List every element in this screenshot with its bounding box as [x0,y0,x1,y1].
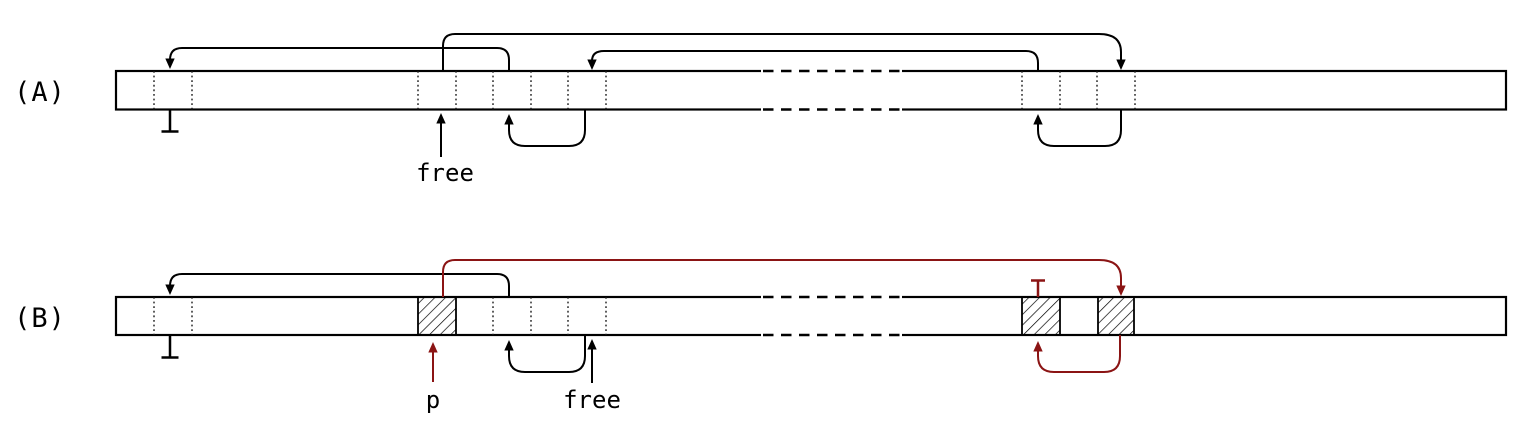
allocated-cell-1-b [417,296,457,336]
arc-top-mid-to-left-a [169,47,510,71]
free-list-arcs-b [165,273,586,373]
loop-bottom-mid-a [508,109,586,147]
free-pointer-a-label: free [416,159,474,187]
arc-top-allocated-b [442,259,1122,297]
arc-top-right-to-mid-a [591,50,1039,71]
free-pointer-b-arrowhead [587,339,597,350]
arc-top-mid-to-left-b-arrowhead [165,284,175,295]
p-pointer-b: p [426,342,440,414]
arc-top-allocated-b-arrowhead [1116,285,1126,296]
loop-bottom-mid-a-arrowhead [504,114,514,125]
arc-top-long-a-arrowhead [1116,59,1126,70]
arc-top-long-a [442,33,1122,71]
free-pointer-b-label: free [563,386,621,414]
null-terminator-top-b [1031,279,1045,297]
cell-dividers-b [153,297,607,335]
free-pointer-b: free [563,339,621,414]
panel-b-label: (B) [14,303,66,334]
arc-top-mid-to-left-a-arrowhead [165,58,175,69]
arc-top-mid-to-left-b [169,273,510,297]
panel-a-label: (A) [14,77,66,108]
memory-bar-a-gap-mask [761,67,902,113]
loop-bottom-right-b-arrowhead [1033,341,1043,352]
loop-bottom-right-a [1037,109,1122,147]
allocated-cell-3-b [1097,296,1135,336]
memory-bar-b [114,293,1508,339]
memory-bar-a [114,67,1508,113]
p-pointer-arrowhead [428,342,438,353]
allocated-arcs-b [442,259,1126,373]
null-ground-b [161,335,179,359]
allocated-cell-2-b [1021,296,1061,336]
panel-b: (B) [14,259,1508,414]
arc-top-right-to-mid-a-arrowhead [587,59,597,70]
loop-bottom-right-a-arrowhead [1033,114,1043,125]
free-pointer-a-arrowhead [436,113,446,124]
loop-bottom-right-b [1037,335,1121,373]
free-list-arcs-a [165,33,1126,147]
cell-dividers-a [153,71,1136,110]
free-pointer-a: free [416,113,474,187]
loop-bottom-mid-b-arrowhead [504,340,514,351]
null-ground-a [161,109,179,133]
p-pointer-label: p [426,386,440,414]
panel-a: (A) free [14,33,1508,187]
memory-bar-b-gap-mask [761,293,902,339]
loop-bottom-mid-b [508,335,586,373]
